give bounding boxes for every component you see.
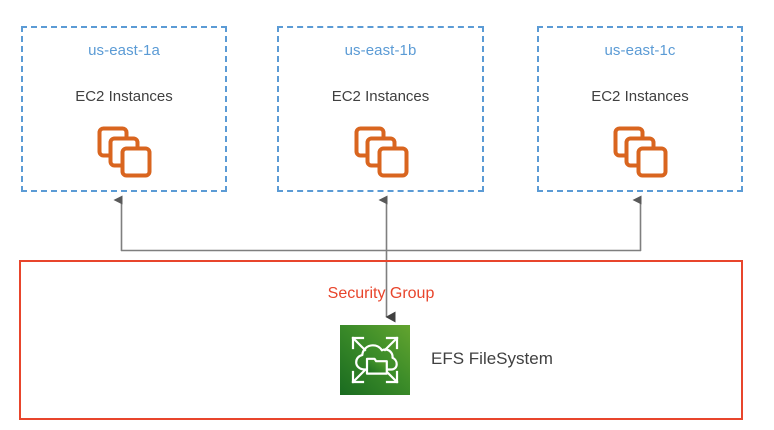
availability-zone-us-east-1b[interactable]: us-east-1b EC2 Instances	[277, 26, 484, 192]
availability-zone-us-east-1a[interactable]: us-east-1a EC2 Instances	[21, 26, 227, 192]
availability-zone-label: us-east-1c	[604, 42, 676, 59]
ec2-instances-label: EC2 Instances	[75, 88, 173, 105]
ec2-instances-icon	[613, 126, 669, 178]
security-group-label: Security Group	[327, 285, 435, 302]
ec2-instances-icon	[354, 126, 410, 178]
availability-zone-us-east-1c[interactable]: us-east-1c EC2 Instances	[537, 26, 743, 192]
ec2-instances-icon	[97, 126, 153, 178]
ec2-instances-label: EC2 Instances	[591, 88, 689, 105]
efs-filesystem-label: EFS FileSystem	[431, 349, 553, 368]
availability-zone-label: us-east-1a	[88, 42, 160, 59]
security-group-boundary[interactable]: Security Group	[19, 260, 743, 420]
ec2-instances-label: EC2 Instances	[331, 88, 430, 105]
availability-zone-label: us-east-1b	[344, 42, 417, 59]
efs-filesystem-icon	[340, 325, 410, 395]
